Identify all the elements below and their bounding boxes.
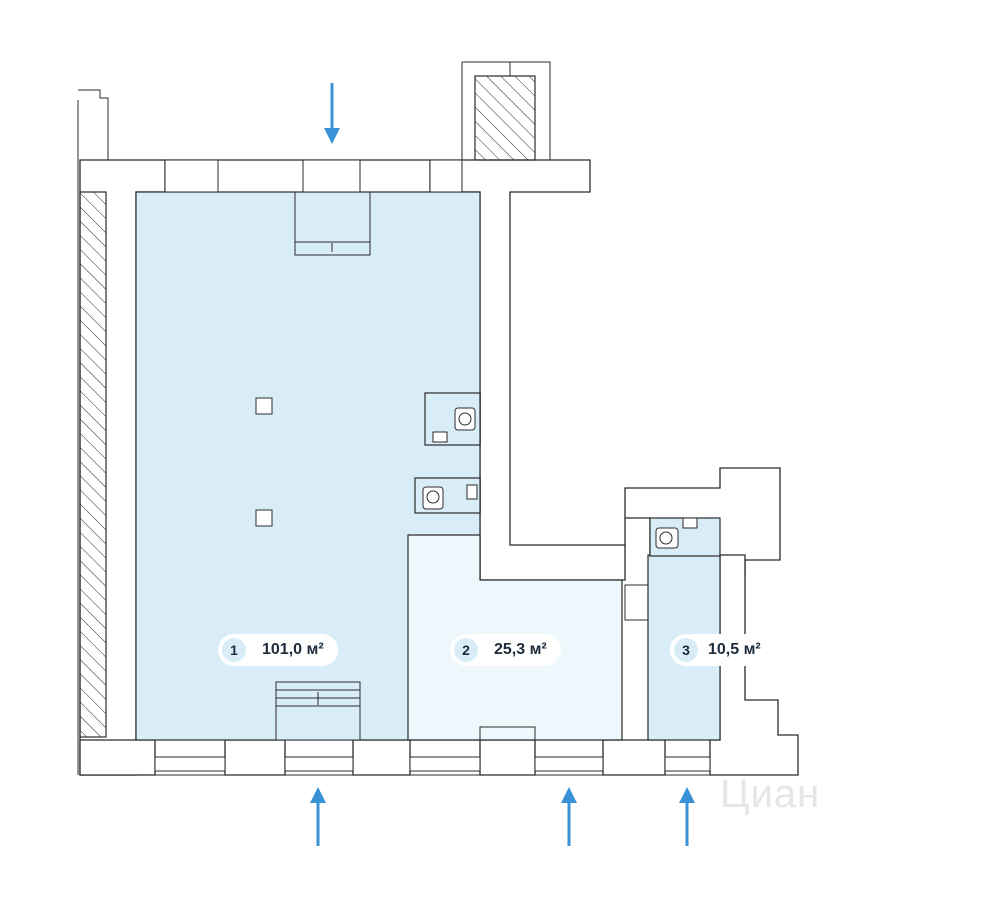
entrance-arrow-room-1 <box>310 787 326 846</box>
watermark: Циан <box>720 772 821 816</box>
room-2-number: 2 <box>454 638 478 662</box>
entrance-arrow-room-3 <box>679 787 695 846</box>
room-3-label: 3 10,5 м² <box>670 634 769 666</box>
room-2-label: 2 25,3 м² <box>450 634 561 666</box>
room-2-area-text: 25,3 м² <box>494 641 547 658</box>
room-3-area-text: 10,5 м² <box>708 641 761 658</box>
room-3-number: 3 <box>674 638 698 662</box>
room-1-label: 1 101,0 м² <box>218 634 338 666</box>
windows <box>154 159 711 772</box>
entrance-arrow-top <box>324 83 340 144</box>
entrance-arrow-room-2 <box>561 787 577 846</box>
room-1-number: 1 <box>222 638 246 662</box>
room-1-area-text: 101,0 м² <box>262 641 324 658</box>
fixtures <box>255 191 698 741</box>
walls <box>77 61 799 776</box>
